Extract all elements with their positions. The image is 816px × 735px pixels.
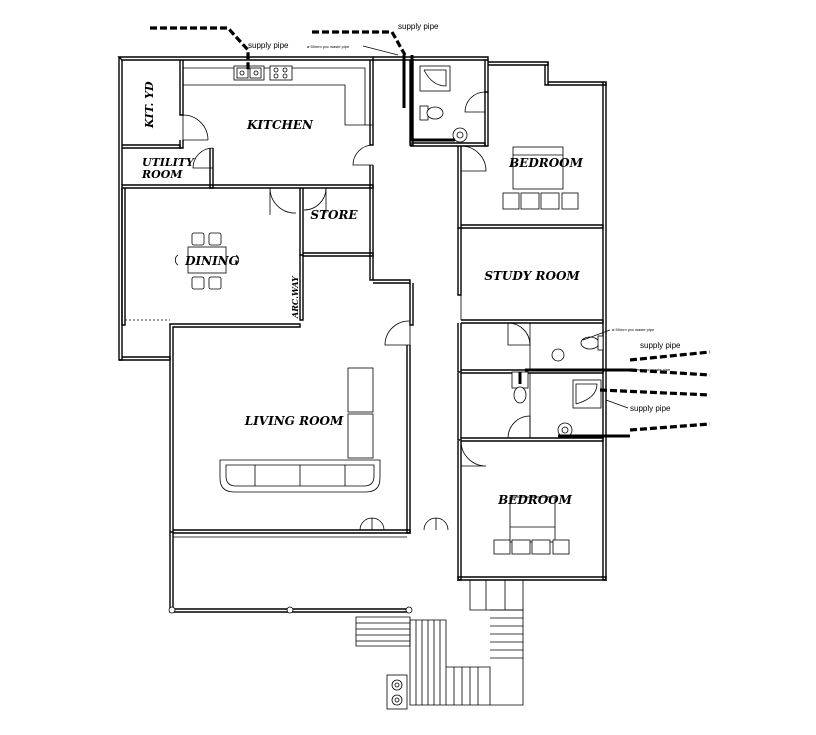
room-label-utility-1: UTILITY (142, 156, 195, 169)
kitchen-area-walls (122, 60, 414, 326)
room-label-utility-2: ROOM (141, 168, 183, 181)
room-label-bedroom-top: BEDROOM (508, 156, 584, 170)
plumbing-pipes (150, 26, 711, 438)
room-label-kit-yd: KIT. YD (143, 81, 156, 129)
supply-pipe-top (312, 30, 407, 56)
room-label-living-room: LIVING ROOM (244, 414, 344, 428)
entrance-door (423, 517, 449, 531)
annotation-supply-pipe-bath-1: supply pipe (640, 341, 681, 350)
annotation-supply-pipe-bath-2: supply pipe (630, 404, 671, 413)
annotation-supply-pipe-top: supply pipe (398, 22, 439, 31)
entrance-door (359, 517, 385, 531)
toilet-icon (513, 386, 527, 404)
annotation-pipe-note-bath-2: ø 50mm pvc waste pipe (628, 367, 671, 372)
room-label-arc-way: ARC.WAY (290, 275, 300, 319)
toilet-icon (580, 336, 600, 350)
verandah-and-stairs (168, 532, 524, 710)
dining-table (187, 246, 227, 274)
sofa-single (347, 413, 374, 459)
door-arc (303, 187, 327, 213)
door-arc (192, 147, 214, 169)
living-room-area (173, 320, 449, 534)
door-arc (460, 145, 487, 172)
door-arc (384, 320, 411, 346)
annotation-pipe-note-top: ø 50mm pvc waste pipe (307, 44, 350, 49)
room-labels: KITCHEN KIT. YD UTILITY ROOM STORE DININ… (141, 81, 584, 507)
pipe-annotations: supply pipe supply pipe ø 50mm pvc waste… (248, 22, 681, 413)
sofa-single (347, 367, 374, 413)
stove-icon (269, 65, 293, 81)
room-label-store: STORE (310, 208, 358, 222)
right-wing-walls (118, 60, 607, 581)
door-arc (507, 322, 531, 346)
bed-icon (512, 146, 564, 190)
door-arc (352, 144, 374, 166)
door-arc (269, 187, 297, 215)
bed-icon (509, 496, 556, 543)
annotation-supply-pipe-kitchen: supply pipe (248, 41, 289, 50)
room-label-study-room: STUDY ROOM (484, 269, 580, 283)
room-label-dining: DINING (184, 254, 239, 268)
room-label-kitchen: KITCHEN (246, 118, 314, 132)
basin-icon (452, 127, 468, 143)
toilet-icon (426, 106, 444, 120)
door-arc (460, 440, 487, 467)
annotation-pipe-note-bath-1: ø 50mm pvc waste pipe (612, 327, 655, 332)
door-arc (182, 114, 209, 141)
door-arc (507, 415, 531, 439)
supply-pipe-kitchen (150, 26, 250, 70)
dining-area (121, 188, 304, 326)
waste-pipe-top (410, 55, 455, 142)
room-label-bedroom-bottom: BEDROOM (497, 493, 573, 507)
